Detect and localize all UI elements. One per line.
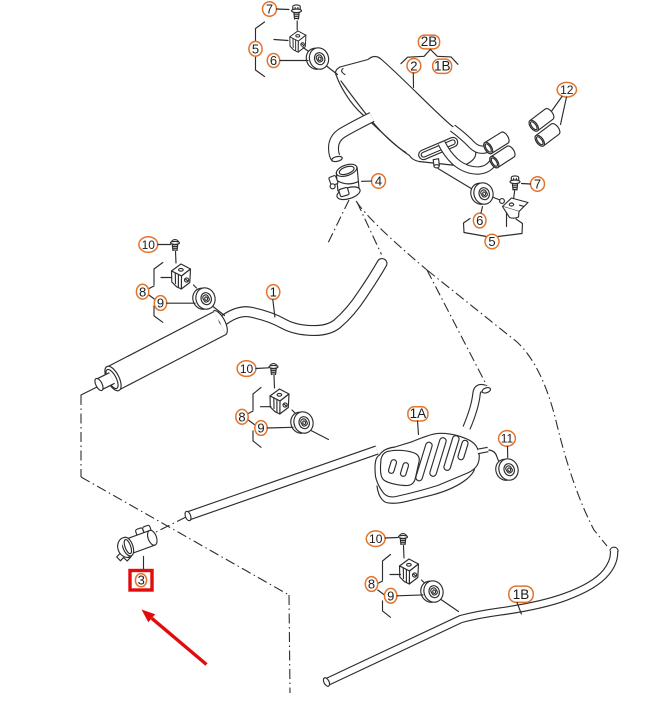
svg-text:10: 10	[142, 238, 156, 252]
svg-text:9: 9	[257, 421, 264, 436]
svg-text:7: 7	[534, 177, 541, 192]
svg-text:9: 9	[387, 588, 394, 603]
svg-text:8: 8	[238, 409, 245, 424]
svg-text:11: 11	[501, 432, 514, 446]
svg-text:1: 1	[270, 285, 277, 300]
svg-text:1A: 1A	[410, 406, 427, 421]
svg-text:6: 6	[270, 53, 277, 68]
svg-text:8: 8	[368, 577, 375, 592]
svg-text:10: 10	[369, 532, 383, 546]
svg-text:1B: 1B	[434, 59, 451, 74]
svg-text:7: 7	[266, 2, 273, 17]
svg-text:1B: 1B	[513, 587, 530, 602]
svg-text:8: 8	[139, 284, 146, 299]
svg-text:3: 3	[138, 573, 145, 588]
svg-text:5: 5	[488, 234, 495, 249]
svg-text:5: 5	[252, 41, 259, 56]
svg-text:10: 10	[240, 362, 254, 376]
svg-text:2B: 2B	[421, 34, 438, 49]
svg-text:12: 12	[560, 83, 574, 97]
svg-text:4: 4	[375, 174, 382, 189]
svg-text:2: 2	[410, 58, 417, 73]
svg-text:9: 9	[157, 296, 164, 311]
svg-text:6: 6	[476, 213, 483, 228]
